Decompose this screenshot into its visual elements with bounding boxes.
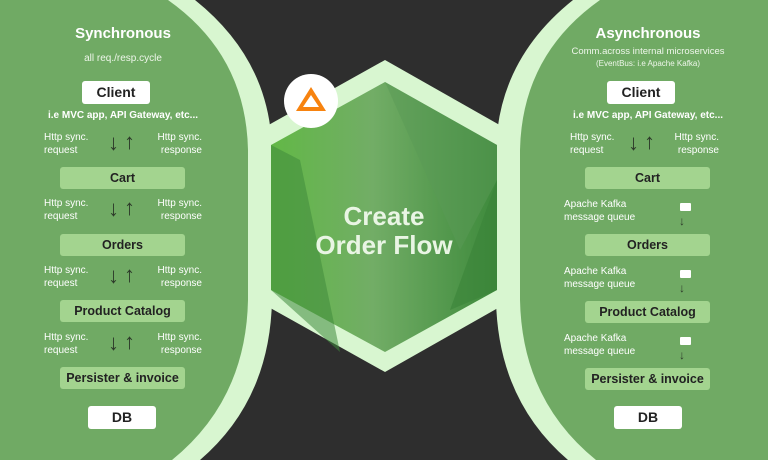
hexagon-facet: [271, 145, 340, 352]
arrow-down-icon: ↓: [108, 130, 119, 155]
async-service-product-catalog: Product Catalog: [585, 301, 710, 323]
sync-client-note: i.e MVC app, API Gateway, etc...: [47, 110, 199, 121]
sync-subtitle: all req./resp.cycle: [84, 53, 162, 64]
async-service-persister: Persister & invoice: [585, 368, 710, 390]
async-subtitle-2: (EventBus: i.e Apache Kafka): [595, 59, 701, 68]
request-label: Http sync.request: [44, 198, 89, 222]
arrow-down-icon: ↓: [628, 130, 639, 155]
arrow-up-icon: ↑: [124, 195, 135, 220]
async-service-cart: Cart: [585, 167, 710, 189]
right-panel: [520, 0, 768, 460]
request-label: Http sync.request: [44, 332, 89, 356]
arrow-up-icon: ↑: [124, 329, 135, 354]
arrow-down-icon: ↓: [679, 214, 685, 228]
sync-service-cart: Cart: [60, 167, 185, 189]
async-title: Asynchronous: [595, 25, 701, 42]
async-subtitle: Comm.across internal microservices: [571, 46, 725, 57]
center-title-line1: Create: [343, 201, 425, 231]
left-panel: [0, 0, 248, 460]
sync-service-persister: Persister & invoice: [60, 367, 185, 389]
sync-service-orders: Orders: [60, 234, 185, 256]
envelope-icon: [680, 337, 691, 345]
envelope-icon: [680, 203, 691, 211]
envelope-icon: [680, 270, 691, 278]
response-label: Http sync.response: [157, 332, 202, 356]
center-title-line2: Order Flow: [315, 230, 453, 260]
response-label: Http sync.response: [157, 132, 202, 156]
logo-circle: [284, 74, 338, 128]
arrow-up-icon: ↑: [124, 262, 135, 287]
arrow-down-icon: ↓: [108, 196, 119, 221]
sync-title: Synchronous: [75, 25, 171, 42]
logo-icon: [296, 87, 326, 111]
arrow-up-icon: ↑: [124, 129, 135, 154]
async-service-orders: Orders: [585, 234, 710, 256]
request-label: Http sync.request: [570, 132, 615, 156]
sync-db-box: DB: [88, 406, 156, 429]
async-db-box: DB: [614, 406, 682, 429]
response-label: Http sync.response: [157, 198, 202, 222]
hexagon-facet: [385, 82, 497, 250]
response-label: Http sync.response: [674, 132, 719, 156]
arrow-down-icon: ↓: [108, 263, 119, 288]
arrow-down-icon: ↓: [108, 330, 119, 355]
request-label: Http sync.request: [44, 132, 89, 156]
sync-client-box: Client: [82, 81, 150, 104]
arrow-down-icon: ↓: [679, 348, 685, 362]
arrow-up-icon: ↑: [644, 129, 655, 154]
arrow-down-icon: ↓: [679, 281, 685, 295]
sync-service-product-catalog: Product Catalog: [60, 300, 185, 322]
request-label: Http sync.request: [44, 265, 89, 289]
async-client-box: Client: [607, 81, 675, 104]
hexagon-facet: [450, 180, 497, 310]
async-client-note: i.e MVC app, API Gateway, etc...: [572, 110, 724, 121]
response-label: Http sync.response: [157, 265, 202, 289]
